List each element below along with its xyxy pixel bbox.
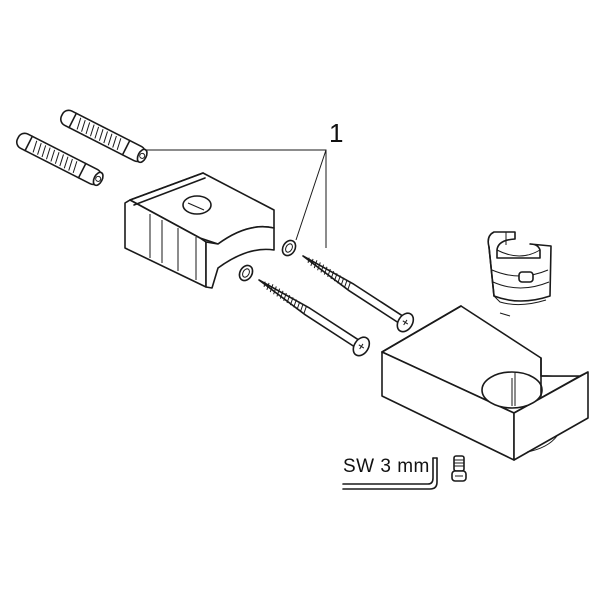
washer-icon xyxy=(238,264,254,282)
grub-screw-icon xyxy=(451,455,467,482)
washer-icon xyxy=(281,239,297,257)
wood-screw-icon xyxy=(258,279,371,357)
callout-number: 1 xyxy=(329,118,344,148)
hex-key-size-label: SW 3 mm xyxy=(343,456,430,477)
callout-leader-lines xyxy=(142,149,327,248)
hex-key-icon xyxy=(342,457,438,490)
wall-plug-icon xyxy=(15,132,104,187)
wall-plug-icon xyxy=(59,109,148,164)
holder-body-icon xyxy=(381,305,589,461)
holder-insert-clip-icon xyxy=(487,231,552,317)
mounting-bracket-icon xyxy=(124,172,275,289)
wood-screw-icon xyxy=(302,255,415,333)
